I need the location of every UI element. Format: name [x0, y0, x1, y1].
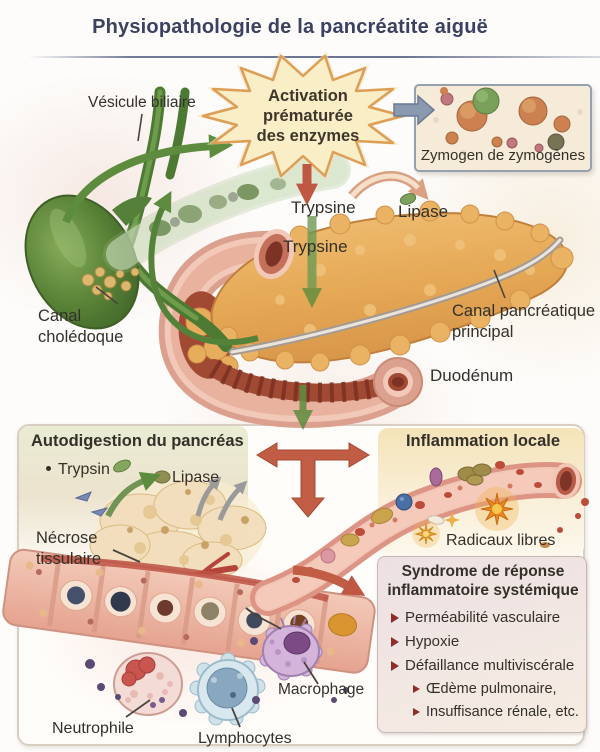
gallstones — [81, 266, 140, 301]
lipase-label-2: Lipase — [172, 469, 220, 486]
zymogen-label: Zymogen de zymogènes — [420, 147, 586, 164]
triangle-bullet-icon — [413, 708, 420, 716]
gallbladder-label: Vésicule biliaire — [88, 94, 196, 111]
trypsine-label-1: Trypsine — [291, 198, 356, 217]
necrosis-label: Nécrose tissulaire — [36, 529, 102, 569]
sirs-sub-bullet: Œdème pulmonaire, — [413, 681, 583, 697]
activation-label: Activation prématurée des enzymes — [256, 87, 360, 146]
duodenum-illustration — [158, 230, 415, 429]
sirs-title: Syndrome de réponse inflammatoire systém… — [387, 563, 579, 599]
bile-duct-label: Canal cholédoque — [38, 307, 124, 347]
sirs-box: Syndrome de réponse inflammatoire systém… — [377, 556, 587, 733]
lymphocyte-label: Lymphocytes — [198, 730, 292, 747]
lipase-release-arrow — [348, 171, 429, 200]
sirs-bullet-list: Perméabilité vasculaire Hypoxie Défailla… — [391, 609, 583, 727]
inflammation-title: Inflammation locale — [405, 432, 561, 450]
autodigestion-title: Autodigestion du pancréas — [31, 432, 244, 450]
duodenum-label: Duodénum — [430, 366, 514, 385]
trypsin-bullet-label: Trypsin — [46, 460, 110, 479]
pancreas-illustration — [210, 200, 574, 372]
triangle-bullet-icon — [391, 613, 399, 623]
sirs-sub-bullet: Insuffisance rénale, etc. — [413, 704, 583, 720]
sirs-bullet: Défaillance multiviscérale — [391, 657, 583, 674]
lipase-label-1: Lipase — [398, 202, 449, 221]
pancreatic-duct-label: Canal pancréatique principal — [452, 302, 596, 342]
triangle-bullet-icon — [391, 637, 399, 647]
trypsine-label-2: Trypsine — [283, 237, 348, 256]
macrophage-label: Macrophage — [278, 681, 365, 698]
triangle-bullet-icon — [413, 685, 420, 693]
title-divider — [28, 56, 600, 58]
sirs-bullet: Hypoxie — [391, 633, 583, 650]
page-title: Physiopathologie de la pancréatite aiguë — [92, 16, 488, 38]
triangle-bullet-icon — [391, 661, 399, 671]
bullet-dot — [46, 466, 51, 472]
free-radicals-label: Radicaux libres — [446, 532, 556, 549]
sirs-bullet: Perméabilité vasculaire — [391, 609, 583, 626]
neutrophil-label: Neutrophile — [52, 720, 134, 737]
